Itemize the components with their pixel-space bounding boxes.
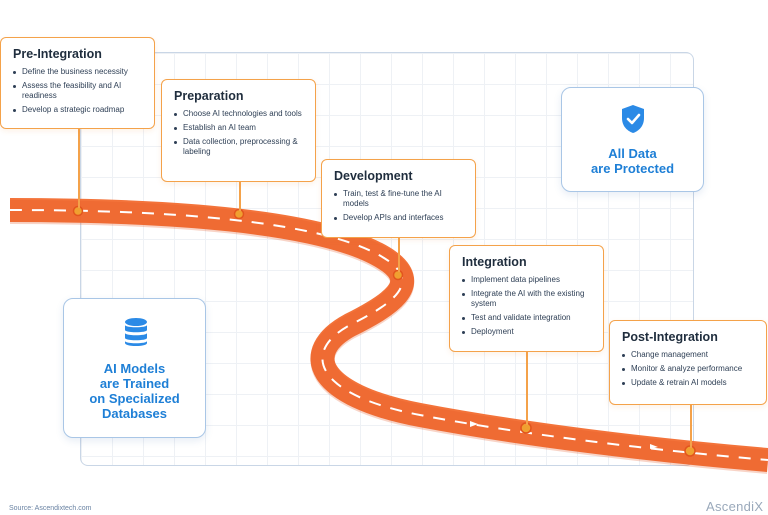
road-center-line [9, 209, 768, 461]
connector-pre-integration [78, 128, 80, 208]
step-item: Update & retrain AI models [622, 378, 756, 388]
step-item: Monitor & analyze performance [622, 364, 756, 374]
step-card-pre-integration: Pre-Integration Define the business nece… [0, 37, 155, 129]
step-item: Develop a strategic roadmap [13, 105, 144, 115]
step-card-development: Development Train, test & fine-tune the … [321, 159, 476, 238]
step-card-integration: Integration Implement data pipelines Int… [449, 245, 604, 352]
step-item: Data collection, preprocessing & labelin… [174, 137, 311, 157]
step-item: Develop APIs and interfaces [334, 213, 465, 223]
connector-preparation [239, 181, 241, 211]
brand-logo: AscendiX [706, 499, 764, 514]
step-card-preparation: Preparation Choose AI technologies and t… [161, 79, 316, 182]
connector-development [398, 237, 400, 272]
step-list: Choose AI technologies and tools Establi… [174, 109, 305, 157]
step-item: Integrate the AI with the existing syste… [462, 289, 589, 309]
step-item: Change management [622, 350, 756, 360]
step-title: Integration [462, 255, 527, 269]
step-title: Post-Integration [622, 330, 718, 344]
info-card-trained-databases: AI Models are Trained on Specialized Dat… [63, 298, 206, 438]
step-item: Test and validate integration [462, 313, 593, 323]
connector-post-integration [690, 404, 692, 448]
info-card-data-protected: All Data are Protected [561, 87, 704, 192]
step-list: Implement data pipelines Integrate the A… [462, 275, 593, 337]
database-icon [125, 318, 147, 346]
connector-integration [526, 352, 528, 425]
info-text-data-protected: All Data are Protected [590, 146, 675, 176]
step-item: Assess the feasibility and AI readiness [13, 81, 150, 101]
source-caption: Source: Ascendixtech.com [9, 505, 92, 512]
step-item: Define the business necessity [13, 67, 144, 77]
step-card-post-integration: Post-Integration Change management Monit… [609, 320, 767, 405]
step-title: Pre-Integration [13, 47, 102, 61]
step-item: Deployment [462, 327, 593, 337]
info-text-trained-databases: AI Models are Trained on Specialized Dat… [89, 361, 180, 421]
step-item: Establish an AI team [174, 123, 305, 133]
shield-check-icon [622, 105, 644, 133]
step-list: Change management Monitor & analyze perf… [622, 350, 756, 388]
step-title: Development [334, 169, 413, 183]
road-arrow [470, 421, 478, 427]
step-list: Define the business necessity Assess the… [13, 67, 144, 115]
road-edge [9, 200, 768, 474]
step-item: Implement data pipelines [462, 275, 593, 285]
step-item: Train, test & fine-tune the AI models [334, 189, 445, 209]
road-arrow [650, 444, 658, 449]
step-title: Preparation [174, 89, 244, 103]
step-item: Choose AI technologies and tools [174, 109, 303, 119]
step-list: Train, test & fine-tune the AI models De… [334, 189, 465, 223]
